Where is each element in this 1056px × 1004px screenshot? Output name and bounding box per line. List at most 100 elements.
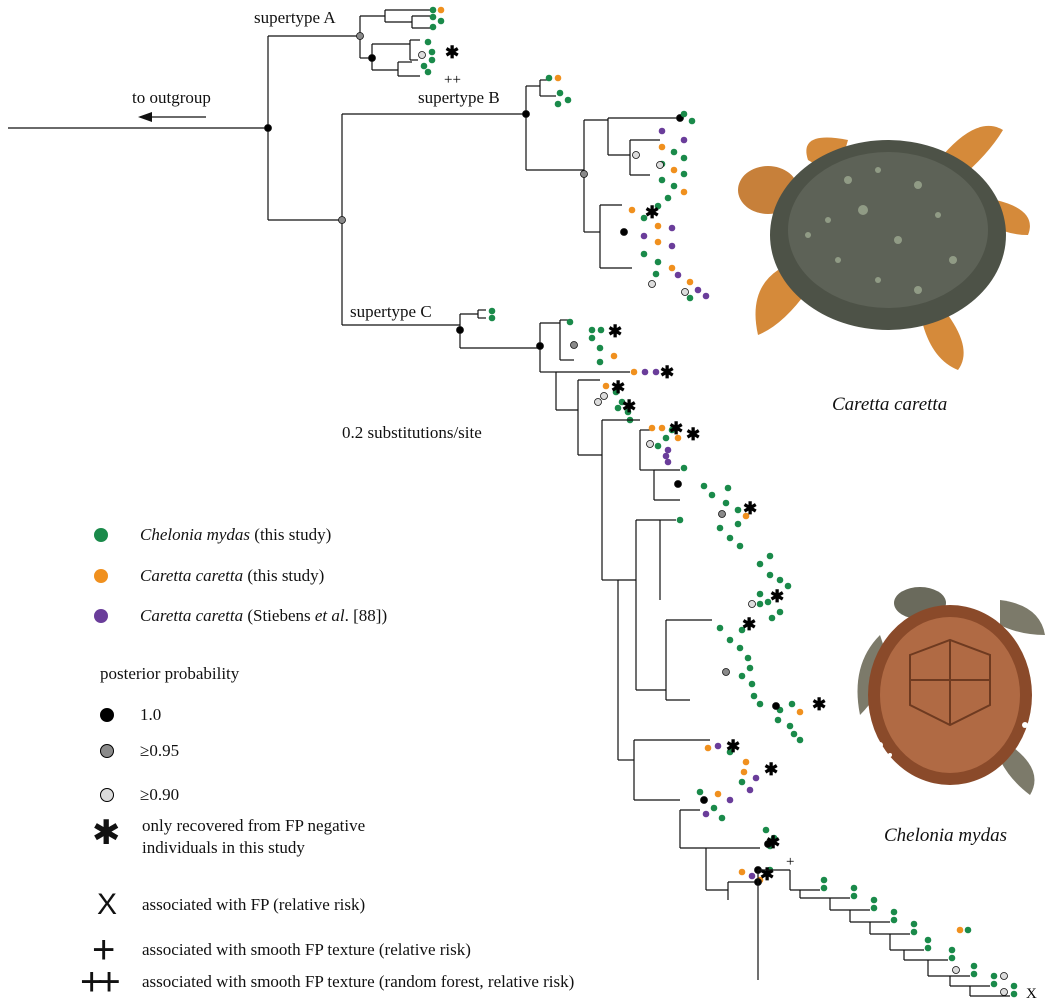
- tip-dot: [671, 149, 678, 156]
- tip-dot: [727, 637, 734, 644]
- scale-bar-label: 0.2 substitutions/site: [342, 423, 482, 443]
- grey-node-icon: [100, 744, 114, 758]
- tip-dot: [589, 327, 596, 334]
- tip-dot: [598, 327, 605, 334]
- supertype-b-label: supertype B: [418, 88, 500, 108]
- chelonia-mydas-caption: Chelonia mydas: [884, 825, 1007, 847]
- support-node: [675, 481, 682, 488]
- tip-dot: [741, 769, 748, 776]
- tip-dot: [603, 383, 610, 390]
- tip-dot: [659, 177, 666, 184]
- legend-species-caretta: Caretta caretta (this study): [100, 563, 324, 589]
- tip-dot: [611, 353, 618, 360]
- tip-dot: [821, 885, 828, 892]
- tip-dot: [737, 645, 744, 652]
- asterisk-mark: ✱: [660, 363, 674, 382]
- tip-dot: [555, 75, 562, 82]
- tip-dot: [659, 425, 666, 432]
- tip-dot: [851, 885, 858, 892]
- legend-species-chelonia: Chelonia mydas (this study): [100, 522, 331, 548]
- tip-dot: [769, 615, 776, 622]
- support-node: [339, 217, 346, 224]
- tip-dot: [421, 63, 428, 70]
- tip-dot: [597, 359, 604, 366]
- support-node: [657, 162, 664, 169]
- tip-dot: [546, 75, 553, 82]
- support-node: [749, 601, 756, 608]
- tip-dot: [739, 869, 746, 876]
- black-node-icon: [100, 708, 114, 722]
- tip-dot: [711, 805, 718, 812]
- support-node: [523, 111, 530, 118]
- tip-dot: [787, 723, 794, 730]
- legend-species-name: Chelonia mydas: [140, 525, 250, 544]
- support-node: [621, 229, 628, 236]
- tip-dot: [653, 369, 660, 376]
- tip-dot: [925, 937, 932, 944]
- support-node: [682, 289, 689, 296]
- legend-species-suffix: (this study): [243, 566, 324, 585]
- tip-dot: [429, 49, 436, 56]
- caretta-caretta-photo: [738, 120, 1038, 370]
- tip-dot: [430, 7, 437, 14]
- tip-dot: [689, 118, 696, 125]
- tip-dot: [555, 101, 562, 108]
- tip-dot: [665, 459, 672, 466]
- tip-dot: [735, 521, 742, 528]
- asterisk-mark: ✱: [770, 587, 784, 606]
- legend-species-name: Caretta caretta: [140, 566, 243, 585]
- legend-pp-label: 1.0: [140, 705, 161, 725]
- tip-dot: [567, 319, 574, 326]
- tip-dot: [957, 927, 964, 934]
- tip-dot: [655, 259, 662, 266]
- asterisk-mark: ✱: [812, 695, 826, 714]
- legend-asterisk-text-1: only recovered from FP negative: [142, 816, 365, 836]
- legend-species-suffix-italic: et al: [315, 606, 345, 625]
- tip-dot: [677, 517, 684, 524]
- tip-dot: [871, 905, 878, 912]
- tip-dot: [785, 583, 792, 590]
- tip-dot: [971, 971, 978, 978]
- double-plus-icon: ++: [80, 962, 115, 1002]
- support-node: [723, 669, 730, 676]
- support-node: [265, 125, 272, 132]
- legend-species-suffix: (this study): [250, 525, 331, 544]
- tip-dot: [739, 673, 746, 680]
- tip-dot: [891, 909, 898, 916]
- tip-dot: [703, 293, 710, 300]
- tip-dot: [695, 287, 702, 294]
- chelonia-mydas-photo: [850, 585, 1050, 800]
- tip-dot: [949, 947, 956, 954]
- asterisk-mark: ✱: [611, 378, 625, 397]
- tip-dot: [687, 295, 694, 302]
- tip-dot: [821, 877, 828, 884]
- tip-dot: [430, 14, 437, 21]
- tip-dot: [438, 18, 445, 25]
- tip-dot: [665, 195, 672, 202]
- tip-dot: [615, 405, 622, 412]
- tip-dot: [851, 893, 858, 900]
- tip-dot: [631, 369, 638, 376]
- tip-dot: [687, 279, 694, 286]
- legend-pp-label: ≥0.90: [140, 785, 179, 805]
- support-node: [357, 33, 364, 40]
- legend-pp-label: ≥0.95: [140, 741, 179, 761]
- legend-x-text: associated with FP (relative risk): [142, 895, 365, 915]
- support-node: [601, 393, 608, 400]
- support-node: [369, 55, 376, 62]
- asterisk-mark: ✱: [686, 425, 700, 444]
- tip-dot: [701, 483, 708, 490]
- tip-dot: [642, 369, 649, 376]
- tip-dot: [727, 535, 734, 542]
- tip-dot: [745, 655, 752, 662]
- tip-dot: [715, 743, 722, 750]
- support-node: [1001, 973, 1008, 980]
- support-node: [595, 399, 602, 406]
- tip-dot: [991, 973, 998, 980]
- tip-dot: [911, 921, 918, 928]
- tip-dot: [757, 591, 764, 598]
- asterisk-mark: ✱: [743, 499, 757, 518]
- tip-dot: [681, 465, 688, 472]
- purple-dot-icon: [94, 609, 108, 623]
